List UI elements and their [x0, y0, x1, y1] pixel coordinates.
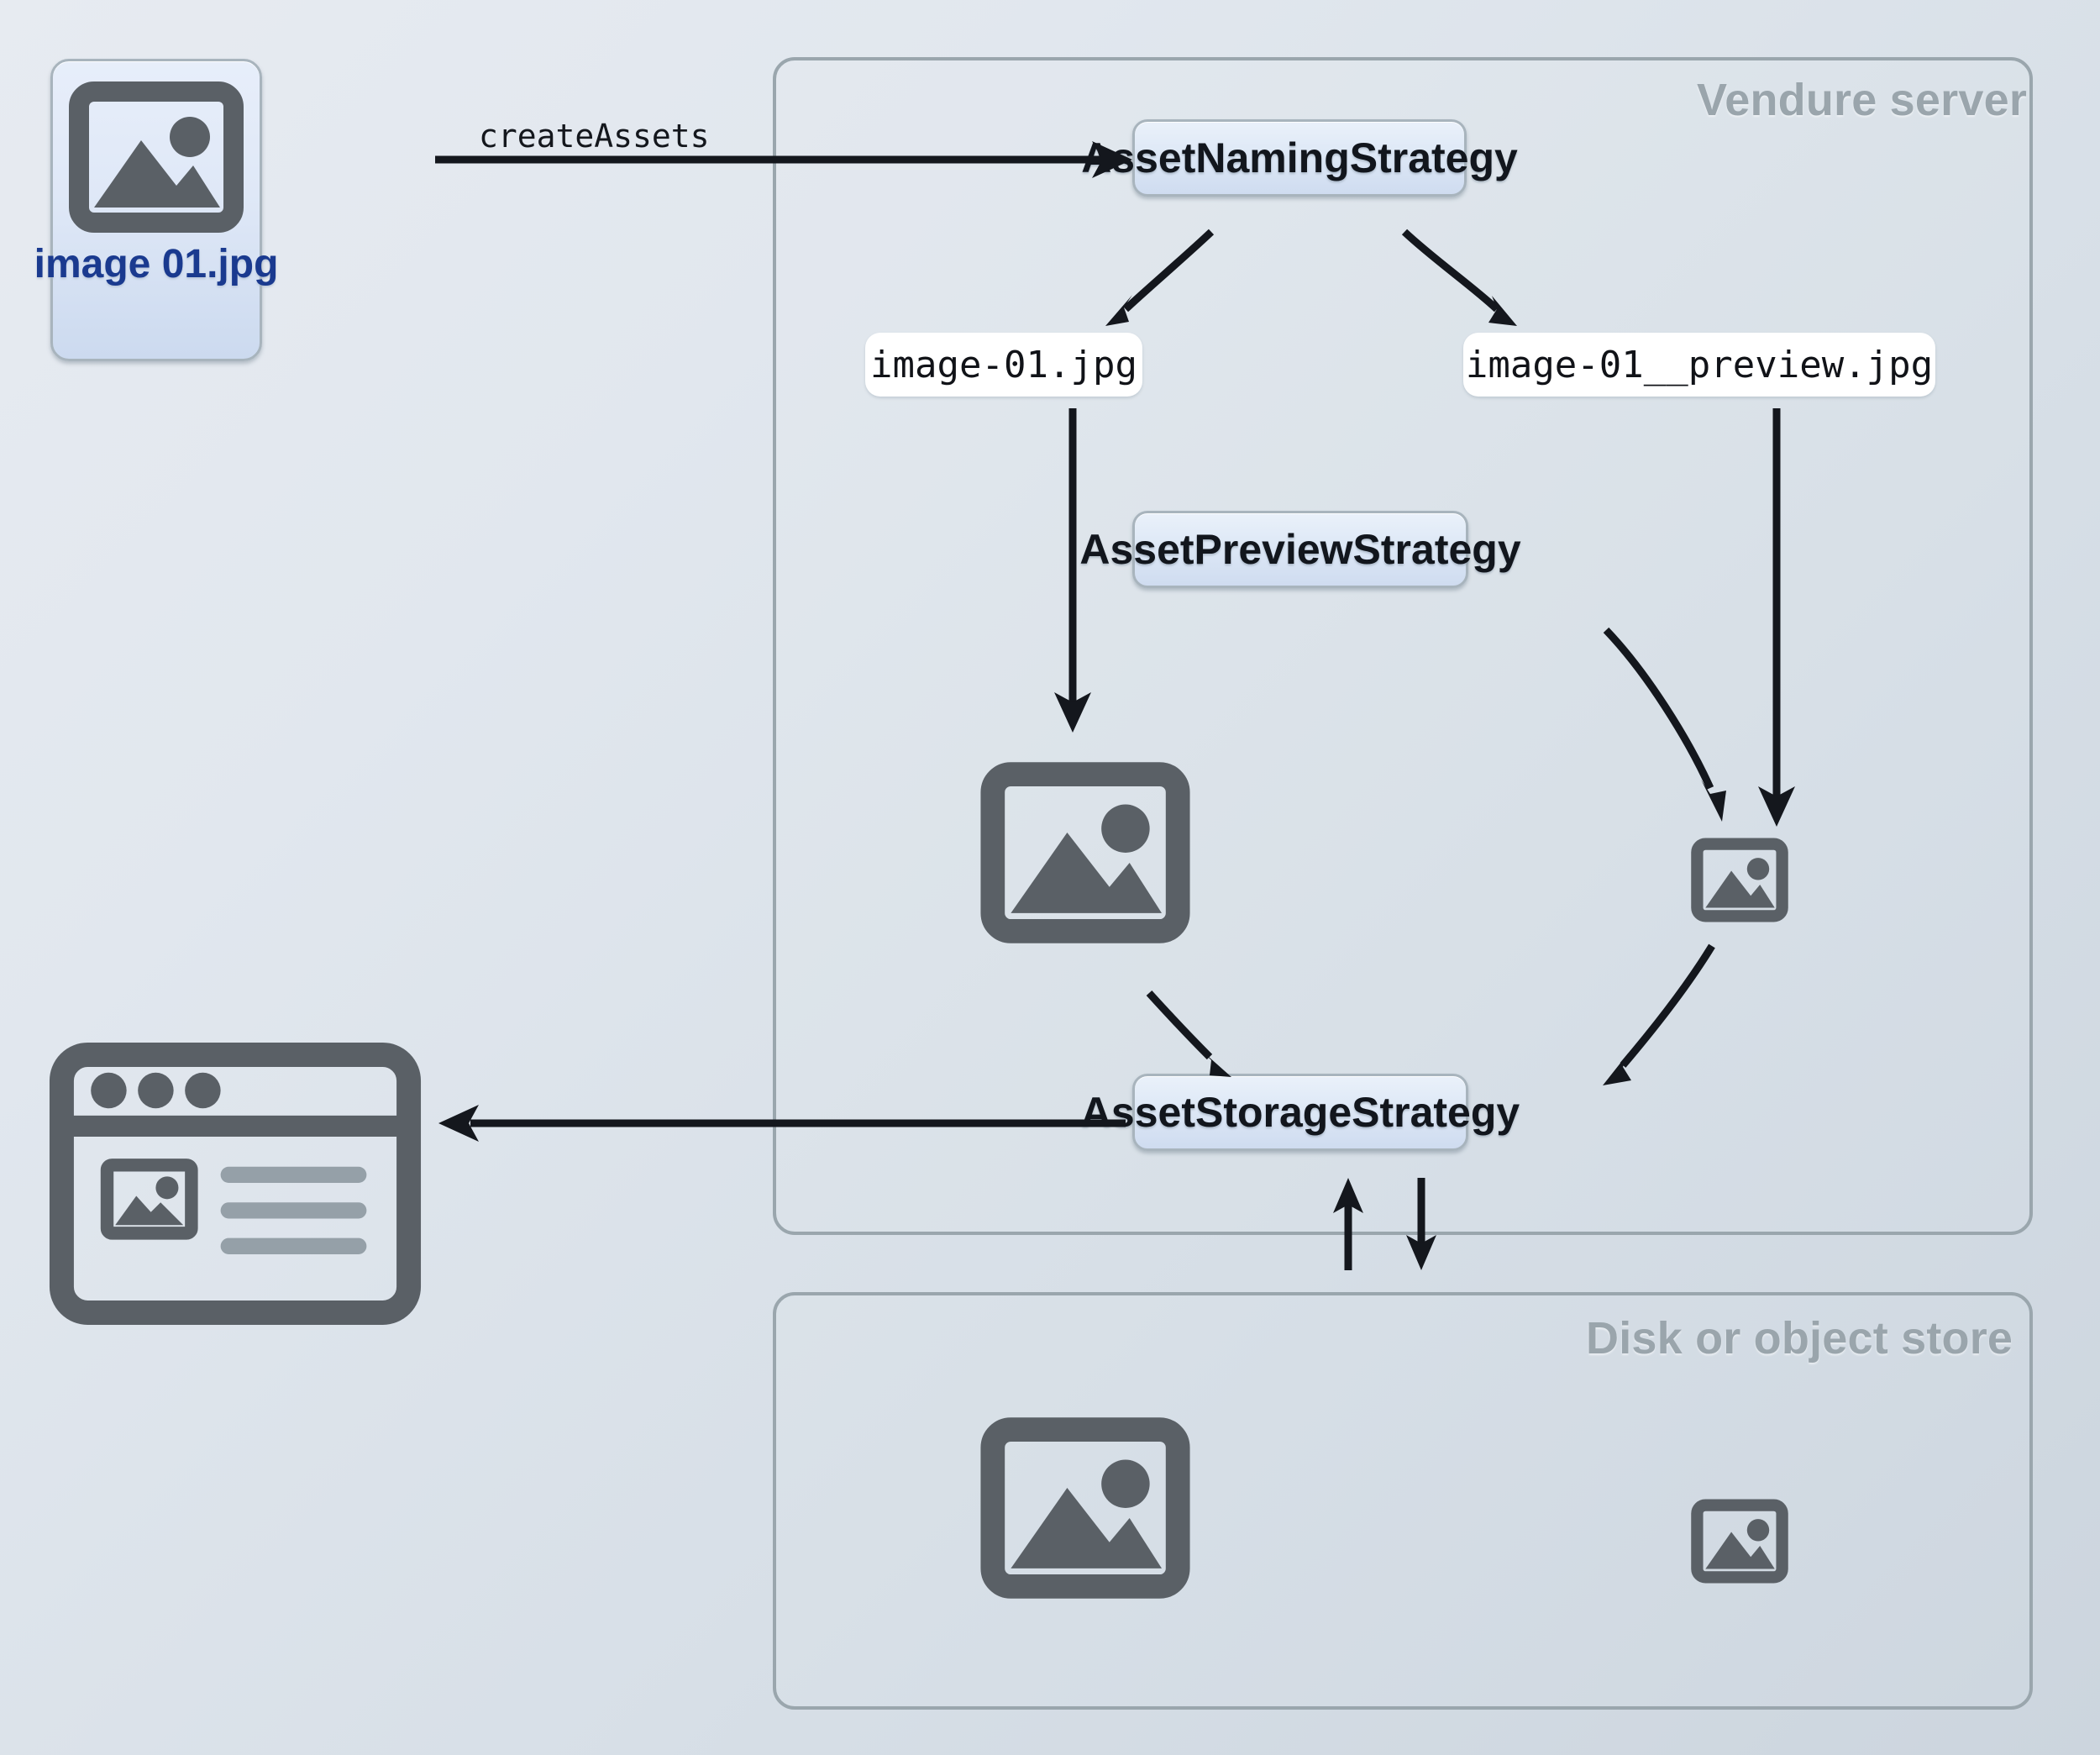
group-vendure-server: [773, 57, 2033, 1235]
server-full-image-icon: [980, 762, 1190, 943]
browser-window-icon: [49, 1043, 422, 1325]
arrow-image-to-storage-strategy: [1146, 990, 1231, 1077]
group-disk-or-object-store-label: Disk or object store: [1586, 1313, 2013, 1364]
create-assets-edge-label: createAssets: [479, 118, 710, 155]
server-preview-image-icon: [1691, 838, 1788, 922]
arrow-preview-filename-to-preview-image: [1758, 408, 1795, 827]
asset-preview-strategy-box[interactable]: AssetPreviewStrategy: [1079, 511, 1521, 588]
arrow-source-filename-to-image: [1054, 408, 1091, 733]
source-asset-card: image 01.jpg: [34, 59, 278, 361]
asset-naming-strategy-box[interactable]: AssetNamingStrategy: [1081, 119, 1518, 197]
arrow-storage-strategy-to-disk: [1406, 1178, 1436, 1270]
preview-filename-pill: image-01__preview.jpg: [1463, 333, 1935, 397]
image-placeholder-icon: [69, 81, 244, 233]
store-preview-image-icon: [1691, 1499, 1788, 1584]
arrow-disk-to-storage-strategy: [1333, 1178, 1363, 1270]
arrow-storage-strategy-to-browser: [438, 1105, 1126, 1142]
source-asset-label: image 01.jpg: [34, 242, 279, 286]
arrow-naming-to-source-filename: [1105, 229, 1215, 326]
asset-storage-strategy-box[interactable]: AssetStorageStrategy: [1081, 1074, 1520, 1151]
arrow-naming-to-preview-filename: [1401, 229, 1517, 326]
group-vendure-server-label: Vendure server: [1697, 75, 2028, 125]
store-full-image-icon: [980, 1417, 1190, 1599]
source-filename-pill: image-01.jpg: [865, 333, 1142, 397]
arrow-create-assets: [435, 141, 1132, 178]
arrow-preview-strategy-to-preview-image: [1603, 627, 1726, 822]
arrow-preview-image-to-storage-strategy: [1603, 943, 1715, 1085]
